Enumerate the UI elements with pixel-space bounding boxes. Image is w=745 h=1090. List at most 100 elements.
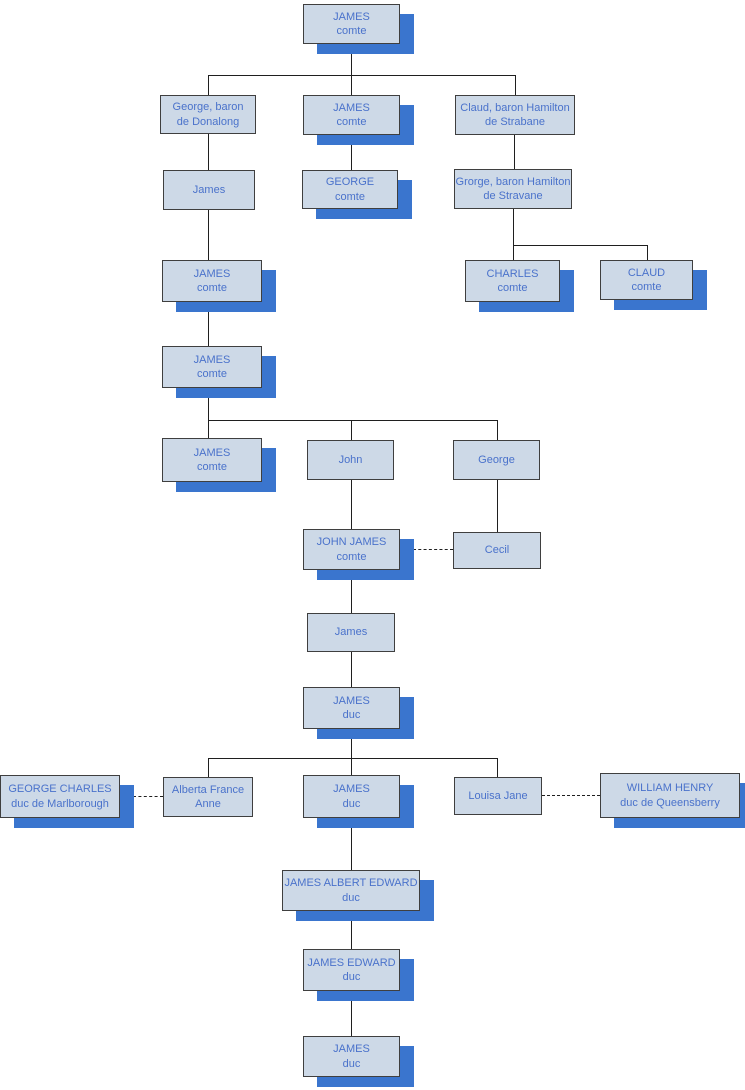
- node-label: JAMES: [333, 694, 370, 707]
- node-label: James: [192, 183, 226, 196]
- node-label: Louisa Jane: [468, 789, 528, 802]
- node-label: de Strabane: [485, 116, 545, 128]
- descent-connector-line: [351, 135, 352, 170]
- descent-connector-line: [351, 420, 352, 440]
- node-label: comte: [197, 282, 227, 294]
- descent-connector-line: [497, 420, 498, 440]
- node-label: John: [338, 453, 363, 466]
- descent-connector-line: [208, 420, 497, 421]
- node-label: Claud, baron Hamilton: [460, 101, 570, 114]
- node-label: comte: [197, 461, 227, 473]
- descent-connector-line: [208, 134, 209, 170]
- node-label: GEORGE: [325, 176, 375, 189]
- node-label: JOHN JAMES: [316, 536, 387, 549]
- node-label: duc: [342, 971, 361, 983]
- descent-connector-line: [208, 758, 209, 777]
- tree-node-george[interactable]: George: [453, 440, 540, 480]
- descent-connector-line: [208, 388, 209, 420]
- marriage-connector-line: [542, 795, 600, 796]
- tree-node-claud-comte[interactable]: CLAUD comte: [600, 260, 693, 300]
- node-label: JAMES: [333, 1043, 370, 1056]
- descent-connector-line: [514, 135, 515, 169]
- tree-node-james-duc-1[interactable]: JAMES duc: [303, 687, 400, 729]
- node-label: JAMES: [333, 101, 370, 114]
- node-label: comte: [197, 368, 227, 380]
- descent-connector-line: [513, 245, 514, 260]
- descent-connector-line: [351, 911, 352, 949]
- tree-node-james-comte-1[interactable]: JAMES comte: [303, 4, 400, 44]
- tree-node-james-comte-5[interactable]: JAMES comte: [162, 438, 262, 482]
- tree-node-james-comte-2[interactable]: JAMES comte: [303, 95, 400, 135]
- tree-node-james-edward-duc[interactable]: JAMES EDWARD duc: [303, 949, 400, 991]
- descent-connector-line: [208, 302, 209, 346]
- descent-connector-line: [351, 758, 352, 775]
- descent-connector-line: [513, 245, 647, 246]
- descent-connector-line: [351, 729, 352, 758]
- tree-node-cecil[interactable]: Cecil: [453, 532, 541, 569]
- tree-node-james-2[interactable]: James: [307, 613, 395, 652]
- descent-connector-line: [351, 652, 352, 687]
- node-label: JAMES: [193, 446, 231, 459]
- descent-connector-line: [497, 758, 498, 777]
- node-label: JAMES: [333, 10, 370, 23]
- node-label: comte: [631, 281, 662, 293]
- tree-node-james-comte-4[interactable]: JAMES comte: [162, 346, 262, 388]
- node-label: GEORGE CHARLES: [8, 783, 112, 796]
- descent-connector-line: [515, 75, 516, 95]
- node-label: duc: [342, 1057, 361, 1070]
- node-label: James: [334, 626, 368, 639]
- descent-connector-line: [513, 209, 514, 245]
- node-label: JAMES EDWARD: [307, 956, 396, 969]
- node-label: JAMES ALBERT EDWARD: [284, 877, 418, 890]
- node-label: Anne: [195, 798, 221, 810]
- node-label: comte: [336, 25, 367, 37]
- tree-node-grorge-baron-stravane[interactable]: Grorge, baron Hamilton de Stravane: [454, 169, 572, 209]
- descent-connector-line: [208, 75, 515, 76]
- node-label: duc: [342, 709, 361, 721]
- node-label: comte: [335, 190, 365, 203]
- node-label: JAMES: [193, 353, 231, 366]
- node-label: de Donalong: [176, 115, 240, 128]
- descent-connector-line: [351, 480, 352, 529]
- node-label: duc: [342, 891, 360, 904]
- descent-connector-line: [208, 75, 209, 95]
- descent-connector-line: [351, 991, 352, 1036]
- node-label: George, baron: [172, 101, 244, 114]
- node-label: duc: [342, 797, 361, 810]
- tree-node-louisa-jane[interactable]: Louisa Jane: [454, 777, 542, 815]
- descent-connector-line: [351, 818, 352, 870]
- node-label: comte: [336, 550, 367, 563]
- tree-node-john[interactable]: John: [307, 440, 394, 480]
- node-label: duc de Marlborough: [11, 797, 109, 810]
- node-label: de Stravane: [483, 190, 543, 202]
- node-label: comte: [336, 116, 367, 128]
- descent-connector-line: [647, 245, 648, 260]
- node-label: Grorge, baron Hamilton: [455, 175, 571, 188]
- node-label: CHARLES: [486, 267, 539, 280]
- node-label: JAMES: [333, 783, 370, 796]
- tree-node-claud-baron-strabane[interactable]: Claud, baron Hamilton de Strabane: [455, 95, 575, 135]
- descent-connector-line: [351, 44, 352, 75]
- node-label: Cecil: [484, 544, 510, 557]
- descent-connector-line: [208, 420, 209, 438]
- node-label: CLAUD: [627, 266, 666, 279]
- descent-connector-line: [351, 570, 352, 613]
- node-label: George: [478, 453, 515, 466]
- marriage-connector-line: [133, 796, 163, 797]
- descent-connector-line: [208, 758, 497, 759]
- node-label: WILLIAM HENRY: [626, 782, 714, 795]
- tree-node-james-1[interactable]: James: [163, 170, 255, 210]
- node-label: Alberta France: [171, 783, 245, 796]
